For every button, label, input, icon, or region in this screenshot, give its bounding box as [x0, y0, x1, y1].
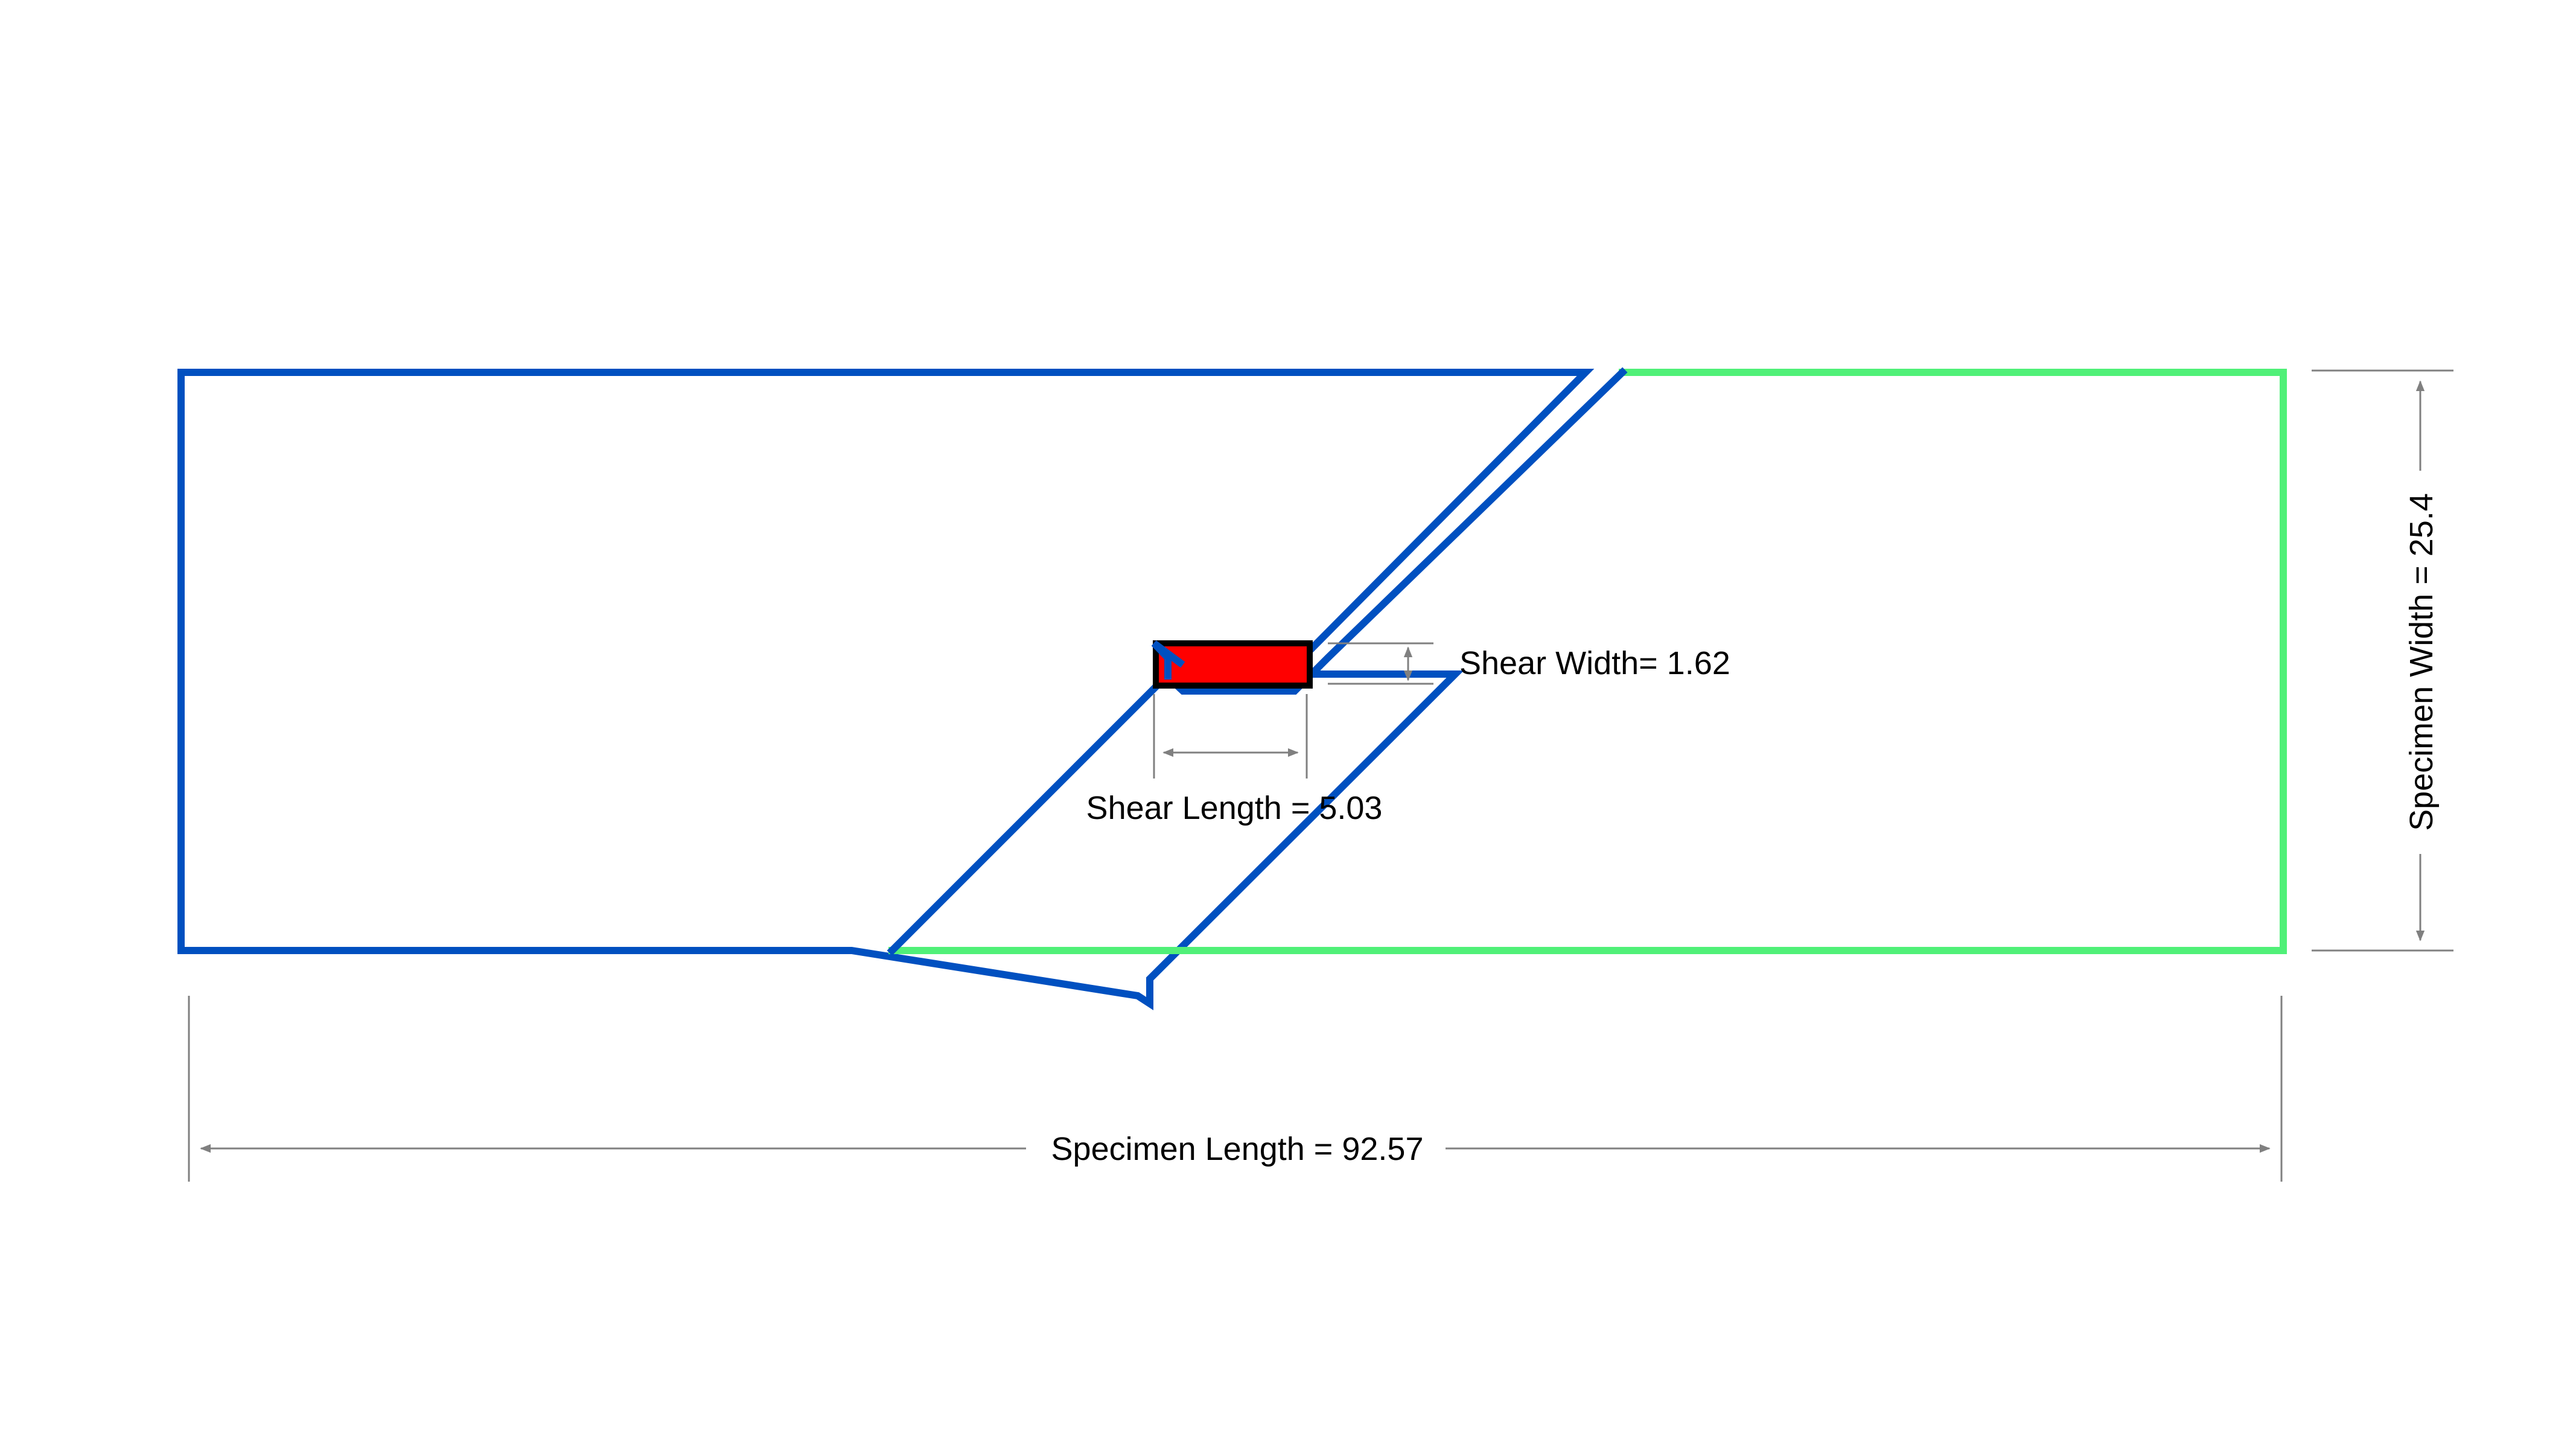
shear-notch-left: [1151, 640, 1185, 680]
right-specimen-part: [888, 369, 2287, 954]
left-specimen-part: [177, 369, 1595, 1011]
specimen-length-label: Specimen Length = 92.57: [1051, 1131, 1424, 1167]
shear-length-label: Shear Length = 5.03: [1086, 790, 1383, 826]
specimen-width-label: Specimen Width = 25.4: [2403, 493, 2440, 831]
shear-width-label: Shear Width= 1.62: [1459, 645, 1730, 681]
